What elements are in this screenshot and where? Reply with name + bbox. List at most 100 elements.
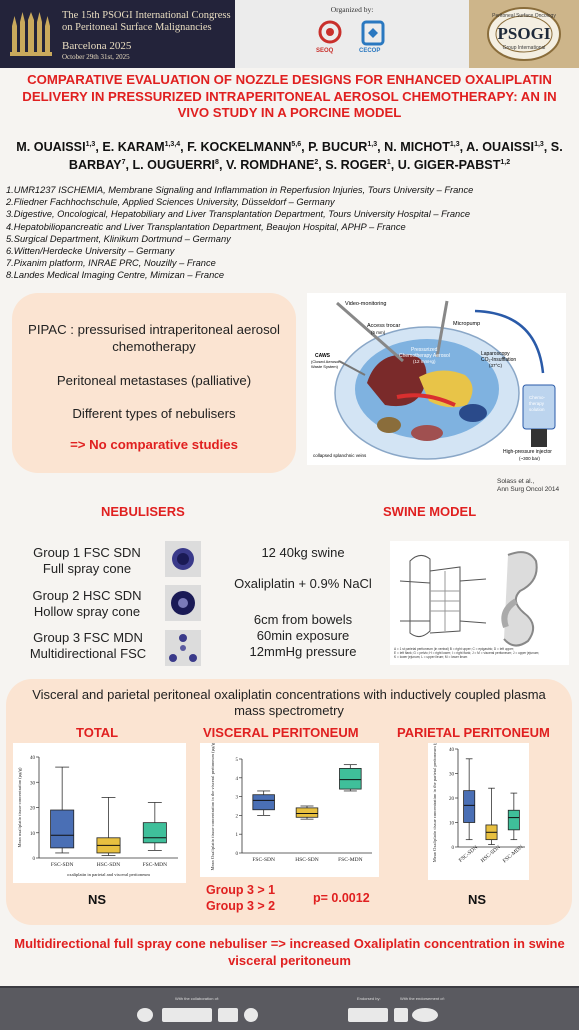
y-axis-label: Mean Oxaliplatin tissue concentration in…: [210, 743, 215, 871]
intro-line-3: Different types of nebulisers: [72, 406, 236, 421]
box-fsc-mdn: [339, 767, 362, 790]
congress-name: The 15th PSOGI International Congress on…: [62, 10, 231, 33]
total-ns-label: NS: [88, 892, 107, 907]
y-tick-label: 10: [449, 822, 455, 827]
seoq-logo-icon: [318, 20, 342, 44]
psogi-banner: Peritoneal Surface Oncology PSOGI Group …: [469, 0, 579, 68]
sagrada-familia-icon: [10, 12, 52, 56]
seoq-label: SEOQ: [316, 48, 334, 54]
author-affiliation-index: 1,3: [534, 141, 544, 148]
author: P. BUCUR1,3: [308, 140, 378, 155]
author: E. KARAM1,3,4: [102, 140, 181, 155]
conclusion: Multidirectional full spray cone nebulis…: [14, 936, 565, 968]
swine-model-heading: SWINE MODEL: [383, 504, 477, 519]
affiliation: 7.Pixanim platform, INRAE PRC, Nouzilly …: [6, 258, 216, 269]
multidirectional-spray-pattern-icon: [165, 630, 201, 666]
label-access-size: (5 mm): [371, 330, 386, 335]
label-micropump: Micropump: [453, 321, 481, 327]
y-tick-label: 20: [449, 797, 455, 802]
organized-by-label: Organized by:: [330, 5, 374, 14]
author: M. OUAISSI1,3: [16, 140, 96, 155]
footer-collab-label: With the collaboration of:: [175, 996, 220, 1001]
abdomen-diagram-icon: [334, 300, 556, 460]
label-lap: Laparoscopy: [481, 351, 510, 357]
total-heading: TOTAL: [76, 725, 119, 740]
swine-line-5: 12mmHg pressure: [249, 644, 357, 659]
footer-logo-5-icon: [348, 1008, 388, 1022]
intro-line-1: PIPAC : pressurised intraperitoneal aero…: [28, 322, 280, 354]
swine-line-2: Oxaliplatin + 0.9% NaCl: [234, 576, 372, 591]
congress-city: Barcelona 2025: [62, 40, 132, 52]
y-tick-label: 10: [30, 832, 36, 837]
box-fsc-sdn: [463, 790, 476, 823]
poster-header: The 15th PSOGI International Congress on…: [0, 0, 579, 68]
y-tick-label: 30: [449, 773, 455, 778]
label-aerosol-2: Chemotherapy Aerosol: [399, 353, 450, 359]
category-label: FSC-SDN: [458, 845, 479, 864]
poster-title: COMPARATIVE EVALUATION OF NOZZLE DESIGNS…: [22, 72, 557, 120]
author-affiliation-index: 1,3: [367, 141, 378, 148]
category-label: FSC-SDN: [252, 857, 275, 863]
label-caws: CAWS: [315, 353, 330, 359]
y-tick-label: 0: [236, 852, 239, 857]
swine-line-3: 6cm from bowels: [253, 612, 353, 627]
psogi-logo-icon: [487, 7, 561, 61]
box-fsc-mdn: [507, 809, 520, 831]
footer-logo-6-icon: [394, 1008, 408, 1022]
y-tick-label: 40: [30, 756, 36, 761]
x-axis-label: oxaliplatin in parietal and visceral per…: [67, 872, 150, 877]
intro-line-4: => No comparative studies: [70, 437, 238, 452]
author-affiliation-index: 1,2: [500, 159, 511, 167]
author: L. OUGUERRI8: [132, 158, 219, 173]
poster-footer: With the collaboration of: Endorsed by: …: [0, 988, 579, 1030]
author-affiliation-index: 1,3,4: [164, 141, 181, 148]
affiliation: 5.Surgical Department, Klinikum Dortmund…: [6, 233, 231, 244]
author: F. KOCKELMANN5,6: [187, 140, 302, 155]
author-affiliation-index: 7: [121, 159, 126, 167]
intro-line-2: Peritoneal metastases (palliative): [56, 373, 252, 388]
y-tick-label: 40: [449, 748, 455, 753]
visceral-heading: VISCERAL PERITONEUM: [203, 725, 359, 740]
y-tick-label: 5: [236, 758, 239, 763]
author-affiliation-index: 1,3: [449, 141, 460, 148]
y-axis-label: Mean Oxaliplatin tissue concentration in…: [432, 743, 437, 862]
category-label: HSC-SDN: [295, 857, 319, 863]
box-hsc-sdn: [295, 807, 319, 818]
label-aerosol-3: (12 mmHg): [413, 359, 436, 364]
category-label: FSC-SDN: [51, 862, 74, 868]
label-lap-3: (37°C): [489, 363, 503, 368]
box-fsc-sdn: [252, 794, 275, 811]
box-fsc-sdn: [50, 809, 75, 849]
label-chemo: Chemo-: [529, 395, 546, 400]
label-injector: High-pressure injector: [503, 449, 552, 455]
psogi-top-text: Peritoneal Surface Oncology: [492, 13, 556, 19]
label-chemo-3: solution: [529, 407, 545, 412]
category-label: FSC-MDN: [143, 862, 167, 868]
author: A. OUAISSI1,3: [466, 140, 544, 155]
swine-legend: A = 1 st parietal peritoneum (in ventral…: [394, 647, 540, 659]
affiliation: 2.Fliedner Fachhochschule, Applied Scien…: [6, 197, 335, 208]
group3-vs-1: Group 3 > 1: [206, 883, 276, 897]
y-tick-label: 30: [30, 781, 36, 786]
parietal-ns-label: NS: [468, 892, 487, 907]
label-injector-2: (~300 bar): [519, 456, 540, 461]
footer-logo-4-icon: [244, 1008, 258, 1022]
footer-endorsement-label: With the endorsement of:: [400, 996, 445, 1001]
author-affiliation-index: 1: [386, 159, 391, 167]
label-footnote: collapsed splanchnic veins: [313, 453, 367, 458]
full-spray-pattern-icon: [165, 541, 201, 577]
y-tick-label: 0: [33, 857, 36, 862]
affiliation: 3.Digestive, Oncological, Hepatobiliary …: [6, 209, 471, 220]
hollow-spray-pattern-icon: [165, 585, 201, 621]
psogi-name: PSOGI: [497, 24, 551, 43]
swine-anatomy-figure: A = 1 st parietal peritoneum (in ventral…: [390, 541, 569, 665]
author: N. MICHOT1,3: [384, 140, 460, 155]
congress-banner: The 15th PSOGI International Congress on…: [0, 0, 235, 68]
affiliation: 1.UMR1237 ISCHEMIA, Membrane Signaling a…: [6, 185, 474, 195]
